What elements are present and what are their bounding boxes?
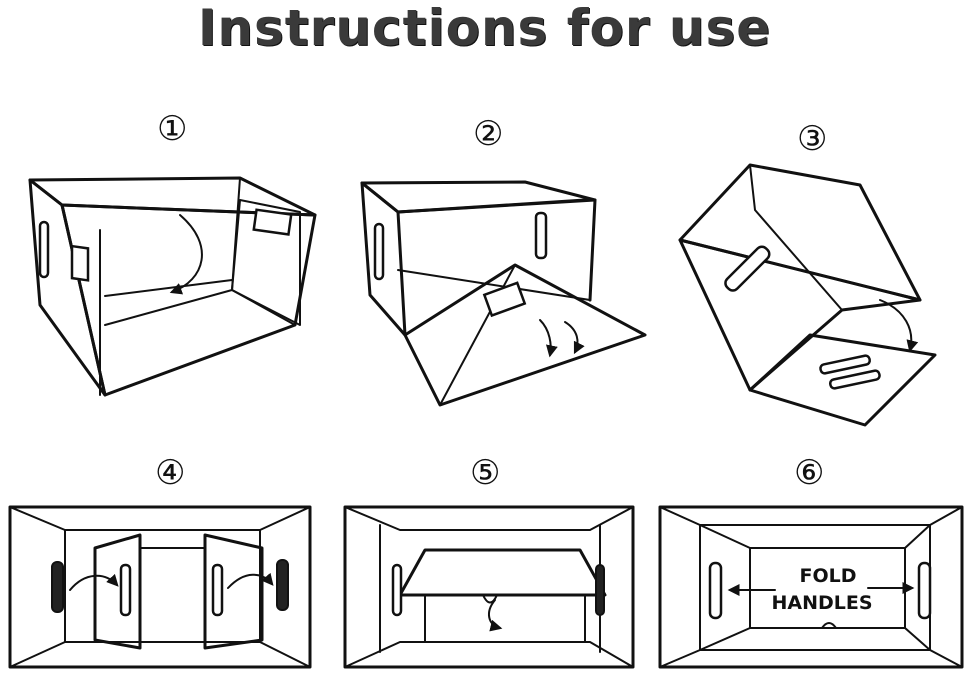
step-5-number: ⑤ [470, 453, 501, 493]
step-5-illustration [343, 505, 635, 669]
step-1-illustration [28, 176, 317, 397]
step-1-number: ① [157, 109, 188, 149]
step-6-label-fold: FOLD [799, 565, 856, 587]
step-2-illustration [360, 180, 647, 407]
step-3-number: ③ [797, 119, 828, 159]
step-4-illustration [8, 505, 312, 669]
step-6-illustration: FOLD HANDLES [658, 505, 964, 669]
step-2-number: ② [473, 114, 504, 154]
step-6-label-handles: HANDLES [771, 592, 872, 614]
step-3-illustration [678, 163, 937, 427]
step-4-number: ④ [155, 453, 186, 493]
step-6-number: ⑥ [794, 453, 825, 493]
page-title: Instructions for use [197, 0, 772, 57]
